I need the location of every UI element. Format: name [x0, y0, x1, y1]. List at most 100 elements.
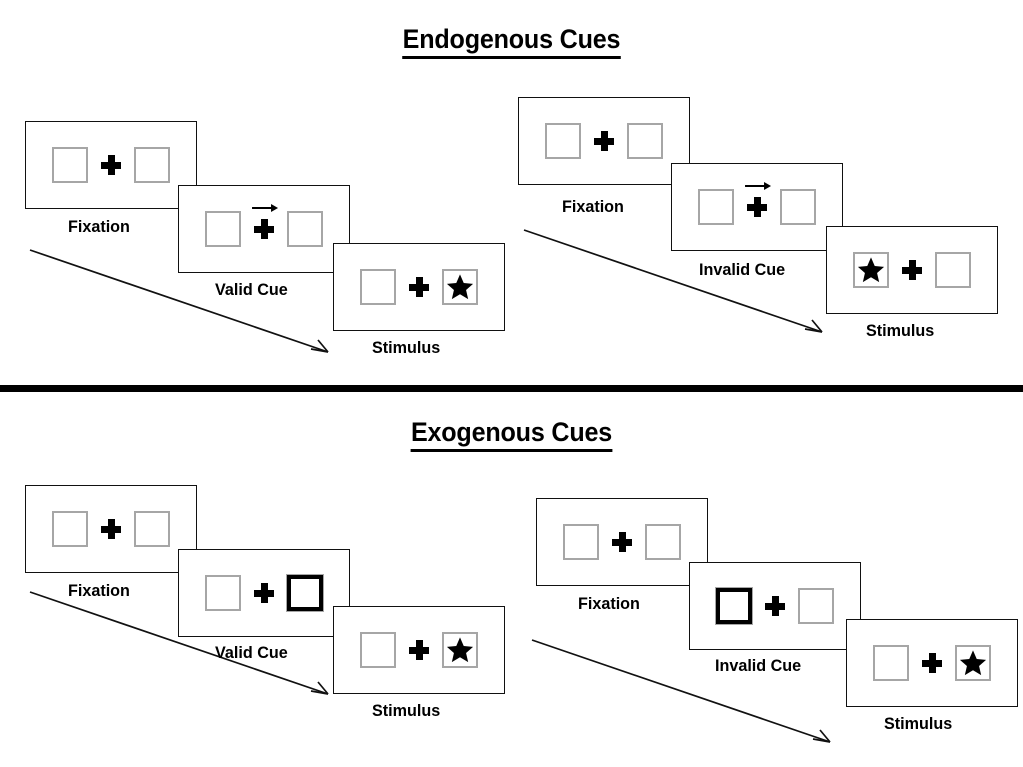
caption-endogenous-invalid-stimulus: Stimulus	[866, 321, 935, 340]
cue-box-right-highlight	[286, 574, 324, 612]
star-icon	[446, 274, 474, 300]
fixation-cross-icon	[409, 640, 429, 660]
placeholder-box-left	[873, 645, 909, 681]
caption-endogenous-invalid-fixation: Fixation	[562, 197, 624, 216]
placeholder-box-left	[360, 269, 396, 305]
placeholder-box-right	[798, 588, 834, 624]
panel-content	[827, 252, 997, 288]
fixation-cross-icon	[902, 260, 922, 280]
panel-content	[519, 123, 689, 159]
arrow-right-cue-icon	[745, 182, 772, 191]
fixation-cross-icon	[101, 519, 121, 539]
fixation-cross-wrap	[241, 583, 287, 603]
panel-content	[690, 587, 860, 625]
fixation-cross-icon	[612, 532, 632, 552]
caption-exogenous-invalid-fixation: Fixation	[578, 594, 640, 613]
fixation-cross-wrap	[396, 640, 442, 660]
panel-endogenous-invalid-stimulus[interactable]	[826, 226, 998, 314]
placeholder-box-right	[287, 211, 323, 247]
star-icon	[446, 637, 474, 663]
panel-content	[847, 645, 1017, 681]
section-title-exogenous: Exogenous Cues	[36, 417, 987, 452]
placeholder-box-right	[134, 147, 170, 183]
panel-exogenous-invalid-cue[interactable]	[689, 562, 861, 650]
fixation-cross-wrap	[88, 519, 134, 539]
panel-exogenous-valid-cue[interactable]	[178, 549, 350, 637]
panel-content	[334, 632, 504, 668]
fixation-cross-wrap	[88, 155, 134, 175]
caption-exogenous-valid-stimulus: Stimulus	[372, 701, 441, 720]
cue-box-left-highlight	[715, 587, 753, 625]
fixation-cross-wrap	[909, 653, 955, 673]
panel-content	[672, 182, 842, 225]
panel-content	[26, 511, 196, 547]
fixation-cross-wrap	[581, 131, 627, 151]
placeholder-box-left	[205, 575, 241, 611]
panel-exogenous-invalid-stimulus[interactable]	[846, 619, 1018, 707]
placeholder-box-right	[935, 252, 971, 288]
panel-content	[179, 204, 349, 247]
panel-endogenous-valid-fixation[interactable]	[25, 121, 197, 209]
caption-endogenous-valid-cue: Valid Cue	[215, 280, 288, 299]
fixation-cross-icon	[409, 277, 429, 297]
section-title-endogenous-text: Endogenous Cues	[402, 24, 620, 59]
stimulus-box-right	[442, 269, 478, 305]
stimulus-box-right	[955, 645, 991, 681]
placeholder-box-left	[563, 524, 599, 560]
fixation-cross-icon	[765, 596, 785, 616]
panel-exogenous-invalid-fixation[interactable]	[536, 498, 708, 586]
panel-endogenous-invalid-fixation[interactable]	[518, 97, 690, 185]
fixation-cross-icon	[101, 155, 121, 175]
placeholder-box-left	[360, 632, 396, 668]
fixation-cross-icon	[254, 583, 274, 603]
fixation-cross-wrap	[889, 260, 935, 280]
placeholder-box-right	[134, 511, 170, 547]
arrow-shaft	[252, 207, 273, 209]
fixation-cross-icon	[747, 197, 767, 217]
fixation-cross-icon	[254, 219, 274, 239]
placeholder-box-left	[545, 123, 581, 159]
caption-endogenous-valid-fixation: Fixation	[68, 217, 130, 236]
fixation-cross-icon	[922, 653, 942, 673]
panel-content	[334, 269, 504, 305]
arrow-head	[764, 182, 772, 190]
panel-endogenous-valid-stimulus[interactable]	[333, 243, 505, 331]
caption-exogenous-valid-fixation: Fixation	[68, 581, 130, 600]
flow-arrow-exogenous-invalid	[530, 638, 850, 753]
panel-content	[179, 574, 349, 612]
panel-content	[26, 147, 196, 183]
placeholder-box-left	[52, 511, 88, 547]
panel-content	[537, 524, 707, 560]
arrow-right-cue-icon	[252, 204, 279, 213]
panel-exogenous-valid-fixation[interactable]	[25, 485, 197, 573]
panel-endogenous-invalid-cue[interactable]	[671, 163, 843, 251]
fixation-cross-wrap	[734, 182, 780, 217]
arrow-head	[271, 204, 279, 212]
section-title-endogenous: Endogenous Cues	[36, 24, 987, 59]
fixation-cross-wrap	[752, 596, 798, 616]
placeholder-box-right	[645, 524, 681, 560]
caption-endogenous-valid-stimulus: Stimulus	[372, 338, 441, 357]
stimulus-box-left	[853, 252, 889, 288]
caption-endogenous-invalid-cue: Invalid Cue	[699, 260, 786, 279]
caption-exogenous-invalid-stimulus: Stimulus	[884, 714, 953, 733]
section-title-exogenous-text: Exogenous Cues	[410, 417, 612, 452]
panel-endogenous-valid-cue[interactable]	[178, 185, 350, 273]
placeholder-box-left	[698, 189, 734, 225]
placeholder-box-right	[627, 123, 663, 159]
arrow-shaft	[745, 185, 766, 187]
placeholder-box-right	[780, 189, 816, 225]
fixation-cross-wrap	[599, 532, 645, 552]
caption-exogenous-invalid-cue: Invalid Cue	[715, 656, 802, 675]
star-icon	[959, 650, 987, 676]
star-icon	[857, 257, 885, 283]
placeholder-box-left	[205, 211, 241, 247]
fixation-cross-wrap	[241, 204, 287, 239]
fixation-cross-icon	[594, 131, 614, 151]
stimulus-box-right	[442, 632, 478, 668]
caption-exogenous-valid-cue: Valid Cue	[215, 643, 288, 662]
placeholder-box-left	[52, 147, 88, 183]
fixation-cross-wrap	[396, 277, 442, 297]
panel-exogenous-valid-stimulus[interactable]	[333, 606, 505, 694]
